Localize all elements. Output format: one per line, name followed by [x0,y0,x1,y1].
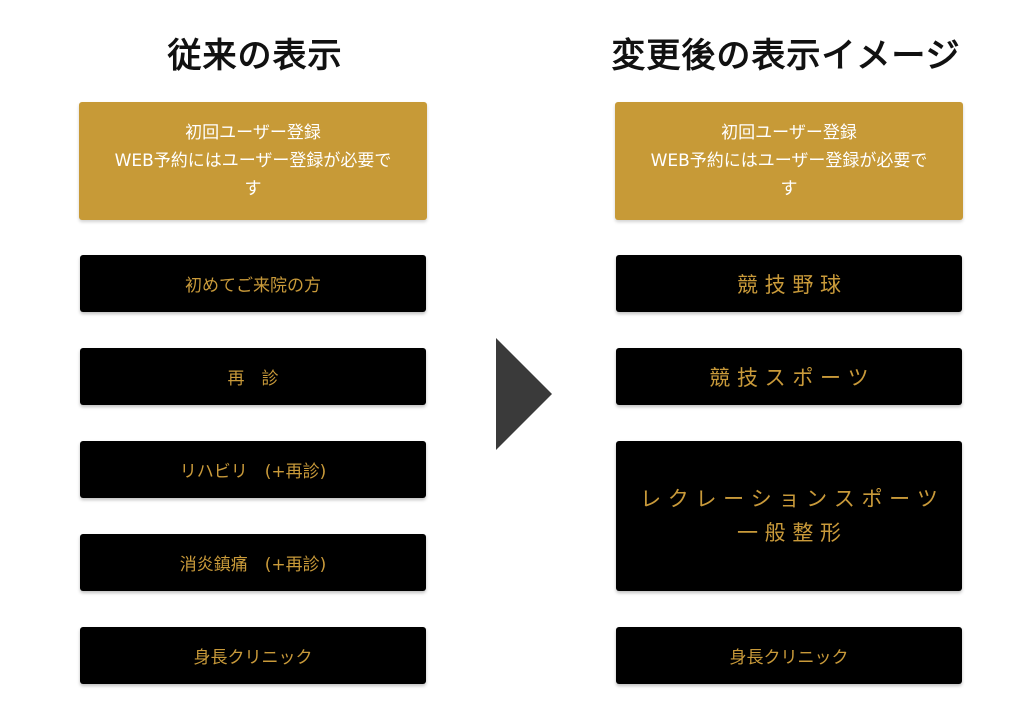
right-triangle-icon [496,338,552,450]
left-height-clinic-button[interactable]: 身長クリニック [80,627,426,684]
right-recreation-sports-button[interactable]: レ ク レ ー シ ョ ン ス ポ ー ツ 一 般 整 形 [616,441,962,591]
left-registration-button[interactable]: 初回ユーザー登録 WEB予約にはユーザー登録が必要で す [79,102,427,220]
right-competitive-baseball-button[interactable]: 競 技 野 球 [616,255,962,312]
right-column-title: 変更後の表示イメージ [611,36,961,76]
right-registration-button[interactable]: 初回ユーザー登録 WEB予約にはユーザー登録が必要で す [615,102,963,220]
left-revisit-button[interactable]: 再 診 [80,348,426,405]
right-height-clinic-button[interactable]: 身長クリニック [616,627,962,684]
left-anti-inflammatory-button[interactable]: 消炎鎮痛 (+再診) [80,534,426,591]
left-first-visit-button[interactable]: 初めてご来院の方 [80,255,426,312]
right-competitive-sports-button[interactable]: 競 技 ス ポ ー ツ [616,348,962,405]
left-column-title: 従来の表示 [167,36,343,76]
left-rehab-button[interactable]: リハビリ (+再診) [80,441,426,498]
